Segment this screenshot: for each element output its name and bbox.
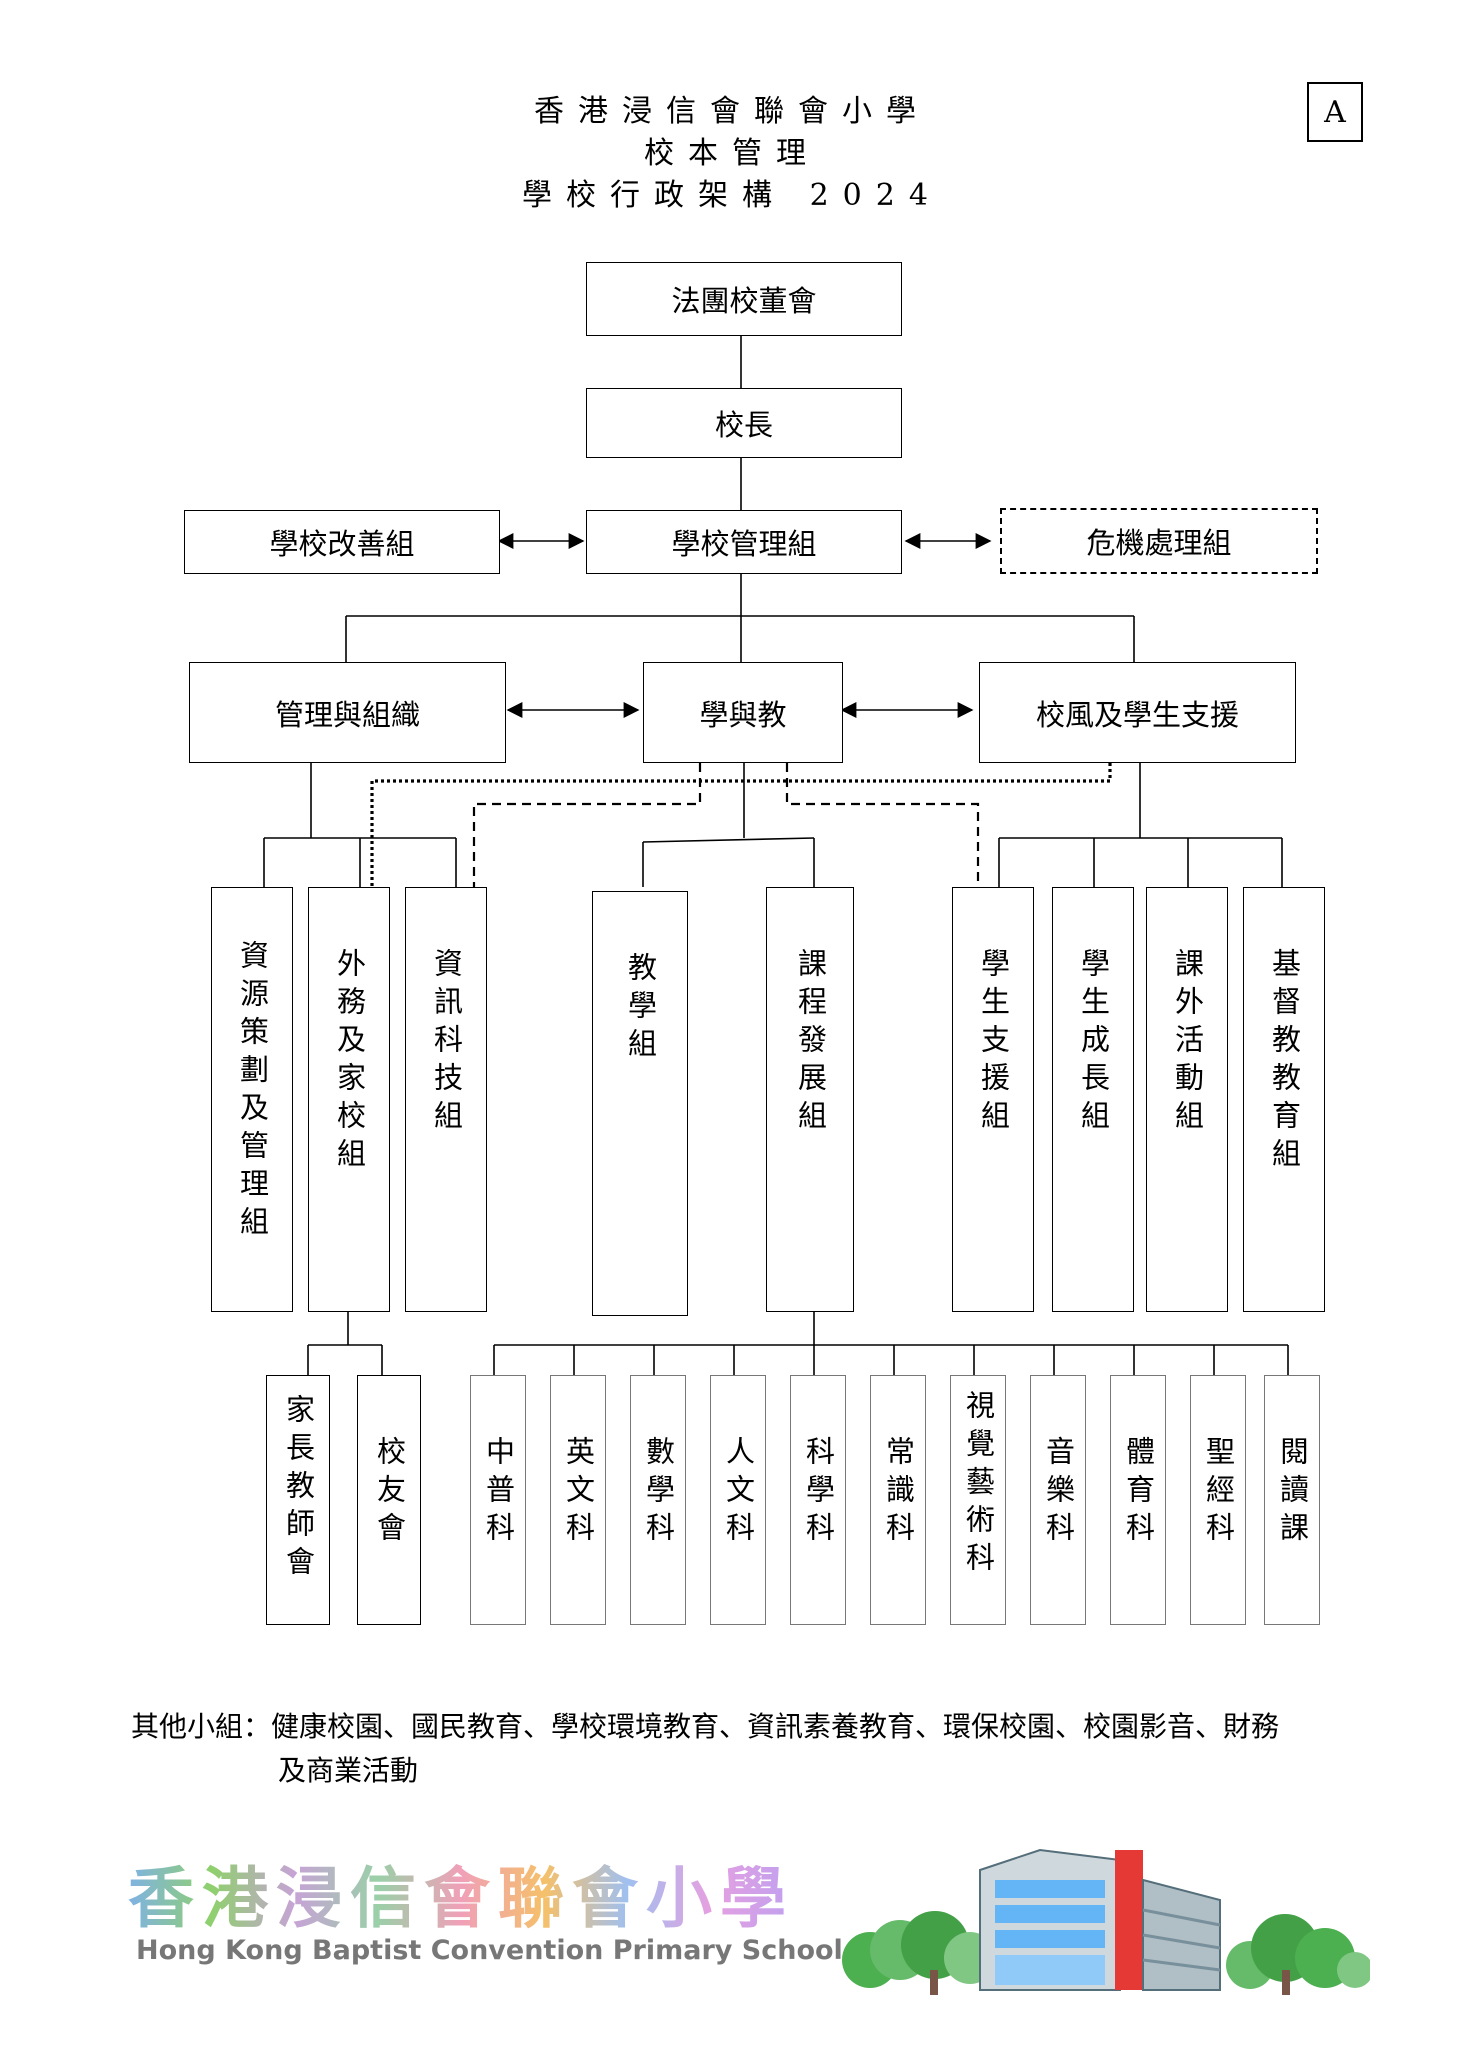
building <box>979 1848 1221 1991</box>
subject-label: 數學科 <box>641 1436 676 1550</box>
subject-box: 常識科 <box>870 1375 926 1625</box>
admin-organization-box: 管理與組織 <box>189 662 506 763</box>
external-affairs-group-label: 外務及家校組 <box>332 948 367 1176</box>
christian-education-group-box: 基督教教育組 <box>1243 887 1325 1312</box>
alumni-label: 校友會 <box>372 1436 407 1550</box>
trees-right <box>1226 1914 1370 1995</box>
school-name-heading: 香港浸信會聯會小學 <box>534 94 930 129</box>
subject-box: 英文科 <box>550 1375 606 1625</box>
curriculum-development-group-label: 課程發展組 <box>793 948 828 1138</box>
learning-teaching-box: 學與教 <box>643 662 843 763</box>
subject-label: 視覺藝術科 <box>961 1390 996 1580</box>
other-groups-note: 其他小組：健康校園、國民教育、學校環境教育、資訊素養教育、環保校園、校園影音、財… <box>131 1710 1280 1743</box>
school-management-box: 學校管理組 <box>586 510 902 574</box>
other-groups-note-continued: 及商業活動 <box>278 1754 419 1787</box>
teaching-group-box: 教學組 <box>592 891 688 1316</box>
principal-box: 校長 <box>586 388 902 458</box>
subject-box: 體育科 <box>1110 1375 1166 1625</box>
subject-box: 聖經科 <box>1190 1375 1246 1625</box>
document-corner-label: A <box>1307 82 1363 142</box>
resources-planning-group-label: 資源策劃及管理組 <box>235 940 270 1244</box>
logo-char: 香港浸信會聯會小學 <box>128 1845 794 1941</box>
subject-label: 人文科 <box>721 1436 756 1550</box>
christian-education-group-label: 基督教教育組 <box>1267 948 1302 1176</box>
subject-label: 科學科 <box>801 1436 836 1550</box>
subject-box: 中普科 <box>470 1375 526 1625</box>
subject-box: 視覺藝術科 <box>950 1375 1006 1625</box>
subject-label: 常識科 <box>881 1436 916 1550</box>
student-growth-group-box: 學生成長組 <box>1052 887 1134 1312</box>
subject-box: 科學科 <box>790 1375 846 1625</box>
student-support-group-label: 學生支援組 <box>976 948 1011 1138</box>
external-affairs-group-box: 外務及家校組 <box>308 887 390 1312</box>
crisis-management-box: 危機處理組 <box>1000 508 1318 574</box>
document-subtitle: 校本管理 <box>644 136 820 171</box>
school-logo-chinese: 香港浸信會聯會小學 <box>128 1845 794 1941</box>
alumni-box: 校友會 <box>357 1375 421 1625</box>
subject-label: 英文科 <box>561 1436 596 1550</box>
it-group-label: 資訊科技組 <box>429 948 464 1138</box>
subject-box: 數學科 <box>630 1375 686 1625</box>
subject-label: 中普科 <box>481 1436 516 1550</box>
subject-label: 閱讀課 <box>1275 1436 1310 1550</box>
it-group-box: 資訊科技組 <box>405 887 487 1312</box>
chart-title: 學校行政架構 2024 <box>522 178 942 213</box>
teaching-group-label: 教學組 <box>623 952 658 1066</box>
subject-label: 聖經科 <box>1201 1436 1236 1550</box>
school-logo-english: Hong Kong Baptist Convention Primary Sch… <box>136 1935 843 1966</box>
subject-label: 體育科 <box>1121 1436 1156 1550</box>
subject-box: 音樂科 <box>1030 1375 1086 1625</box>
school-improvement-box: 學校改善組 <box>184 510 500 574</box>
resources-planning-group-box: 資源策劃及管理組 <box>211 887 293 1312</box>
curriculum-development-group-box: 課程發展組 <box>766 887 854 1312</box>
student-support-group-box: 學生支援組 <box>952 887 1034 1312</box>
school-building-illustration <box>842 1848 1370 1995</box>
student-growth-group-label: 學生成長組 <box>1076 948 1111 1138</box>
ethos-student-support-box: 校風及學生支援 <box>979 662 1296 763</box>
pta-label: 家長教師會 <box>281 1394 316 1584</box>
extracurricular-group-box: 課外活動組 <box>1146 887 1228 1312</box>
pta-box: 家長教師會 <box>266 1375 330 1625</box>
trees-left <box>842 1911 996 1995</box>
school-board-box: 法團校董會 <box>586 262 902 336</box>
subject-box: 人文科 <box>710 1375 766 1625</box>
extracurricular-group-label: 課外活動組 <box>1170 948 1205 1138</box>
subject-box: 閱讀課 <box>1264 1375 1320 1625</box>
subject-label: 音樂科 <box>1041 1436 1076 1550</box>
